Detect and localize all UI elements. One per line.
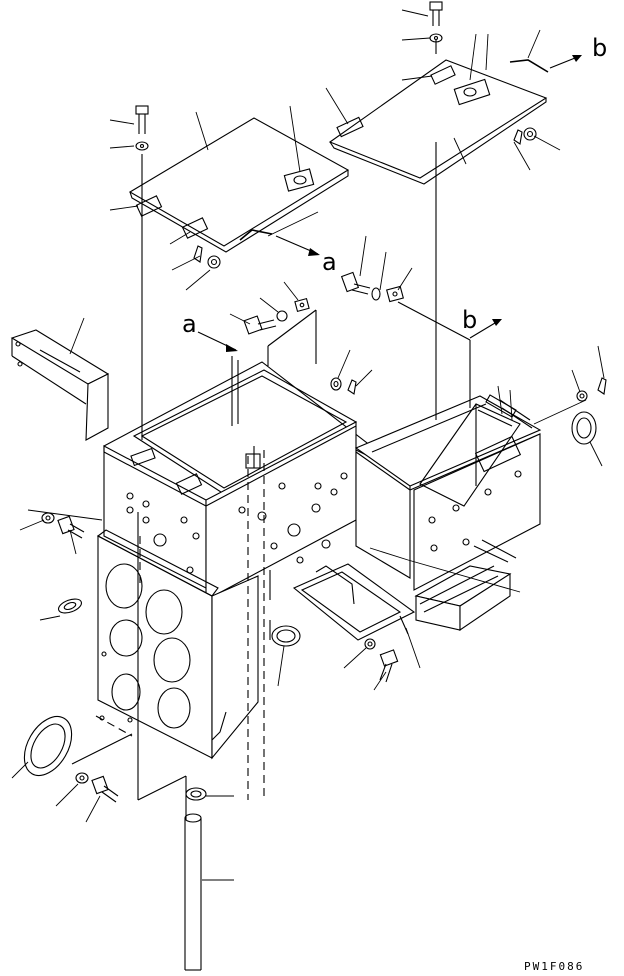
arrow-to-b-top [549,55,582,69]
lower-bracket [292,563,421,669]
washer-right-of-box [330,349,373,395]
arrow-to-b-mid [469,319,502,339]
arrow-to-a-mid [197,331,238,352]
assembly-guide-lines [27,40,471,820]
left-cover-panel [128,117,350,253]
left-side-cover [10,317,110,441]
middle-bolt-vertical [340,235,387,301]
left-cover-leaders [109,105,319,291]
left-bolt-washer [19,512,85,555]
hidden-dashed-lines [95,450,265,800]
oval-grommet-large [11,715,73,779]
right-cover-bolt [429,1,443,43]
oval-grommet-small [39,598,83,621]
middle-clip [386,267,413,303]
right-cover-pin-washer [513,127,537,145]
left-cover-pin-washer [193,245,221,269]
right-cover-panel [328,59,549,185]
middle-bolt-center [229,281,310,335]
right-box-base [414,539,517,632]
connecting-frame [354,395,542,491]
arrow-to-a-top [275,235,320,256]
right-grommet [571,411,603,467]
right-pin-washer [571,345,607,402]
right-cover-leaders [325,9,561,171]
lower-right-bolt-washer [343,638,399,691]
front-plate [96,529,219,759]
ref-label-b-mid: b [462,306,477,334]
pipe-clamp [185,787,234,801]
right-box-leaders [369,399,587,593]
left-cover-bolt [135,105,149,151]
ref-label-a-mid: a [182,310,197,338]
vertical-pipe [184,813,234,971]
right-box [413,385,541,591]
ref-label-a-top: a [322,248,337,276]
bottom-bolt-washer [55,772,119,823]
ref-label-b-top: b [592,34,607,62]
front-plate-extension [211,575,259,760]
center-grommet [271,625,301,687]
drawing-code: PW1F086 [524,960,584,973]
main-box-left [103,361,412,601]
